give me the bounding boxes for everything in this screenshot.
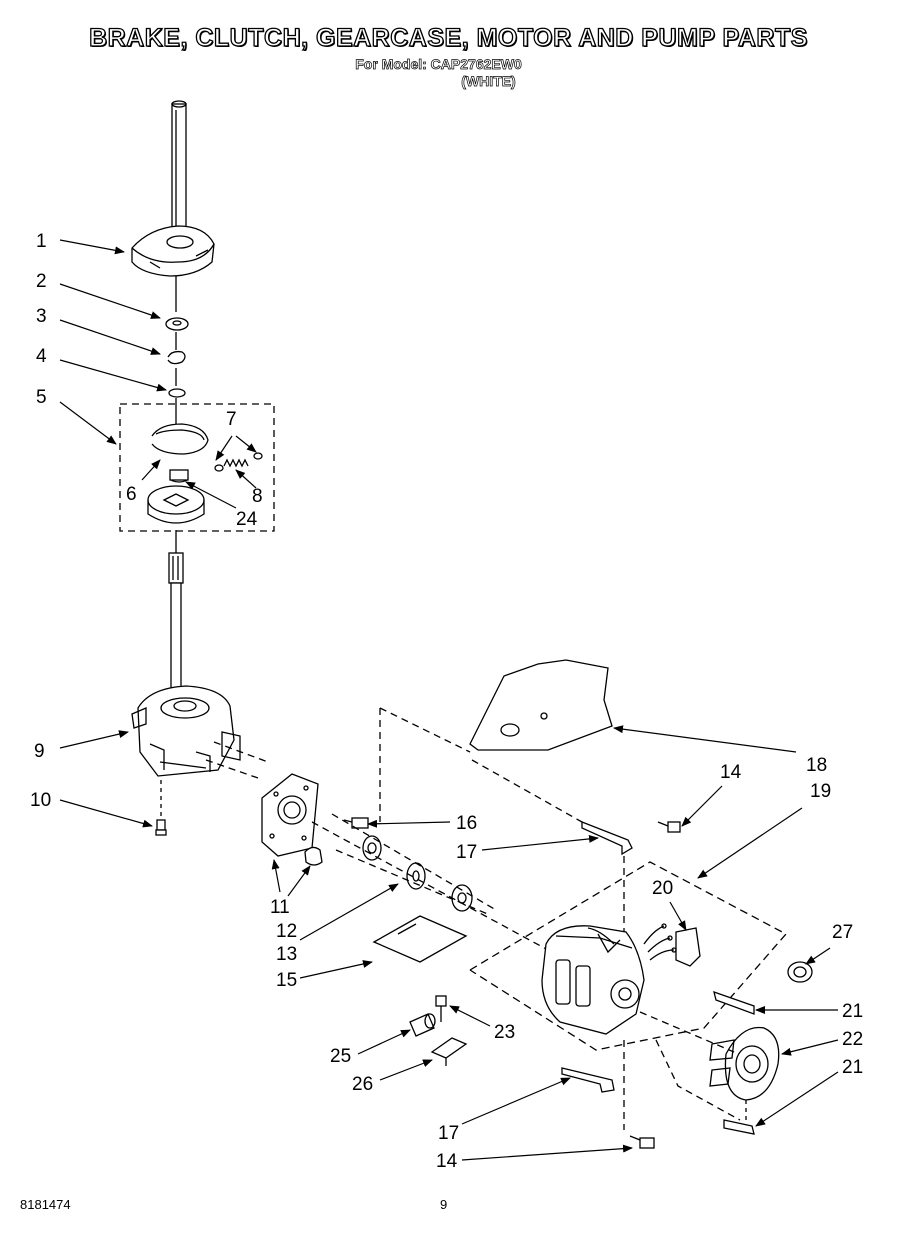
leader-line (59, 799, 153, 828)
callout-17-upper: 17 (456, 842, 477, 863)
leader-line (299, 960, 373, 979)
clutch-assembly-box (119, 403, 275, 532)
callout-8: 8 (252, 486, 263, 507)
leader-line (215, 435, 233, 461)
spring-part (214, 452, 263, 472)
callout-23: 23 (494, 1022, 515, 1043)
screw-part-23 (435, 995, 447, 1022)
callout-2: 2 (36, 271, 47, 292)
leader-line (59, 401, 117, 445)
callout-14-lower: 14 (436, 1151, 458, 1172)
leader-line (357, 1029, 411, 1055)
leader-line (59, 239, 125, 255)
leader-line (449, 1005, 491, 1027)
callout-1: 1 (36, 231, 47, 252)
leader-line (805, 947, 831, 965)
leader-line (461, 1144, 633, 1161)
callout-16: 16 (456, 813, 477, 834)
callout-4: 4 (36, 346, 47, 367)
leader-line (141, 459, 161, 481)
leader-line (613, 725, 797, 753)
callout-21-upper: 21 (842, 1001, 863, 1022)
leader-line (681, 785, 723, 827)
screw-part-14-upper (657, 821, 681, 833)
callout-12: 12 (276, 921, 297, 942)
pump-part (709, 1026, 780, 1101)
callout-19: 19 (810, 781, 831, 802)
callout-22: 22 (842, 1029, 863, 1050)
leader-line (185, 481, 237, 509)
agitator-shaft (168, 530, 184, 704)
leader-line (755, 1071, 839, 1127)
diagram-title: BRAKE, CLUTCH, GEARCASE, MOTOR AND PUMP … (88, 23, 808, 52)
screw-part-14-lower (629, 1135, 655, 1149)
motor-shield-part (469, 659, 613, 751)
callout-10: 10 (30, 790, 51, 811)
callout-27: 27 (832, 922, 853, 943)
callout-18: 18 (806, 755, 827, 776)
plug-part (304, 846, 323, 866)
clutch-driver-part (169, 469, 189, 483)
callout-21-lower: 21 (842, 1057, 863, 1078)
motor-part (541, 925, 645, 1035)
page-number: 9 (440, 1197, 448, 1212)
callout-15: 15 (276, 970, 297, 991)
leader-line (697, 807, 803, 879)
callout-6: 6 (126, 484, 137, 505)
gearcase-part (131, 685, 241, 777)
model-line: For Model: CAP2762EW0 (355, 56, 522, 73)
mount-bracket-part (430, 1037, 468, 1066)
pump-plug-part (787, 961, 813, 983)
bracket-part-lower (561, 1067, 615, 1093)
clip-part (167, 350, 186, 365)
screw-part-10 (155, 780, 167, 836)
leader-line (59, 319, 161, 355)
pump-clip-lower (723, 1119, 755, 1135)
callout-24: 24 (236, 509, 258, 530)
callout-11: 11 (270, 897, 290, 918)
shield-part (372, 915, 468, 963)
leader-line (481, 834, 599, 851)
cover-plate-part (261, 773, 319, 857)
clutch-pulley-part (147, 485, 205, 524)
leader-line (461, 1077, 571, 1125)
motor-switch-part (643, 923, 701, 967)
bracket-part-upper (581, 821, 633, 856)
callout-7: 7 (226, 409, 237, 430)
leader-line (781, 1039, 839, 1056)
leader-line (235, 435, 257, 453)
callout-20: 20 (652, 878, 673, 899)
leader-line (59, 283, 161, 319)
leader-line (669, 901, 687, 931)
leader-line (287, 865, 311, 897)
motor-pump-box (469, 861, 788, 1051)
washer-part (165, 317, 189, 331)
retaining-ring-part (168, 388, 186, 398)
callout-17-lower: 17 (438, 1123, 459, 1144)
callout-13: 13 (276, 944, 297, 965)
leader-line (379, 1059, 433, 1081)
callout-5: 5 (36, 387, 47, 408)
leader-line (59, 730, 129, 749)
callout-9: 9 (34, 741, 45, 762)
callout-14-upper: 14 (720, 762, 742, 783)
clutch-band-part (151, 423, 209, 455)
doc-number: 8181474 (20, 1197, 71, 1212)
leader-line (59, 359, 167, 392)
callout-26: 26 (352, 1074, 373, 1095)
leader-line (367, 819, 451, 828)
leader-line (235, 469, 257, 489)
callout-25: 25 (330, 1046, 351, 1067)
bushing-part (409, 1013, 436, 1037)
brake-assembly-part (131, 225, 215, 312)
callout-3: 3 (36, 306, 47, 327)
color-line: (WHITE) (461, 73, 516, 90)
leader-line (299, 883, 399, 941)
spin-tube-shaft (171, 100, 187, 245)
leader-line (271, 859, 281, 893)
pump-clip-upper (713, 990, 755, 1015)
coupling-hub-part (362, 835, 382, 861)
